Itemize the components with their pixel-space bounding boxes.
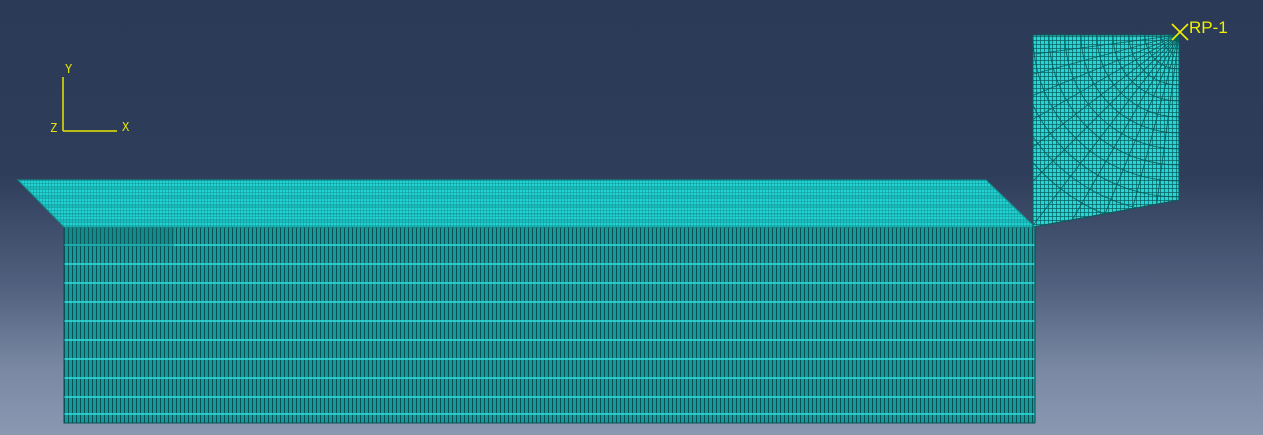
radial-mesh-line xyxy=(1058,35,1179,227)
arc-mesh-line xyxy=(1048,35,1179,166)
arc-mesh-line xyxy=(1112,35,1179,102)
arc-mesh-line xyxy=(1080,35,1179,134)
plate-band-lines xyxy=(25,187,1029,222)
radial-mesh-line xyxy=(1116,35,1179,227)
beam-darker-region xyxy=(64,227,174,247)
arc-mesh-line xyxy=(1096,35,1179,118)
arc-mesh-line xyxy=(1033,35,1179,198)
beam-front-face[interactable] xyxy=(64,227,1035,423)
radial-mesh-line xyxy=(1033,35,1179,67)
coordinate-triad xyxy=(62,77,117,132)
arc-mesh-line xyxy=(1160,35,1179,54)
rigid-plate[interactable] xyxy=(939,34,1180,275)
beam-top-face[interactable] xyxy=(18,180,1035,227)
radial-mesh-line xyxy=(1033,35,1179,205)
arc-mesh-line xyxy=(1064,35,1179,150)
radial-mesh-line xyxy=(1033,35,1179,182)
beam-row-lines xyxy=(64,244,1035,415)
radial-mesh-line xyxy=(1033,35,1179,226)
reference-point-label[interactable]: RP-1 xyxy=(1189,18,1228,37)
triad-y-label: Y xyxy=(65,62,73,76)
arc-mesh-line xyxy=(1033,35,1179,182)
beam-body[interactable] xyxy=(16,179,1037,424)
radial-mesh-line xyxy=(1033,35,1179,98)
arc-mesh-line xyxy=(1128,35,1179,86)
triad-z-label: Z xyxy=(50,121,58,135)
radial-mesh-line xyxy=(1033,35,1179,128)
radial-mesh-line xyxy=(1147,35,1179,227)
rigid-plate-outline xyxy=(1032,34,1180,228)
triad-x-label: X xyxy=(122,120,130,134)
arc-mesh-line xyxy=(1144,35,1179,70)
radial-mesh-line xyxy=(1033,35,1179,156)
x-cross-icon[interactable] xyxy=(1171,23,1189,41)
rigid-plate-radial-mesh xyxy=(1033,35,1179,227)
